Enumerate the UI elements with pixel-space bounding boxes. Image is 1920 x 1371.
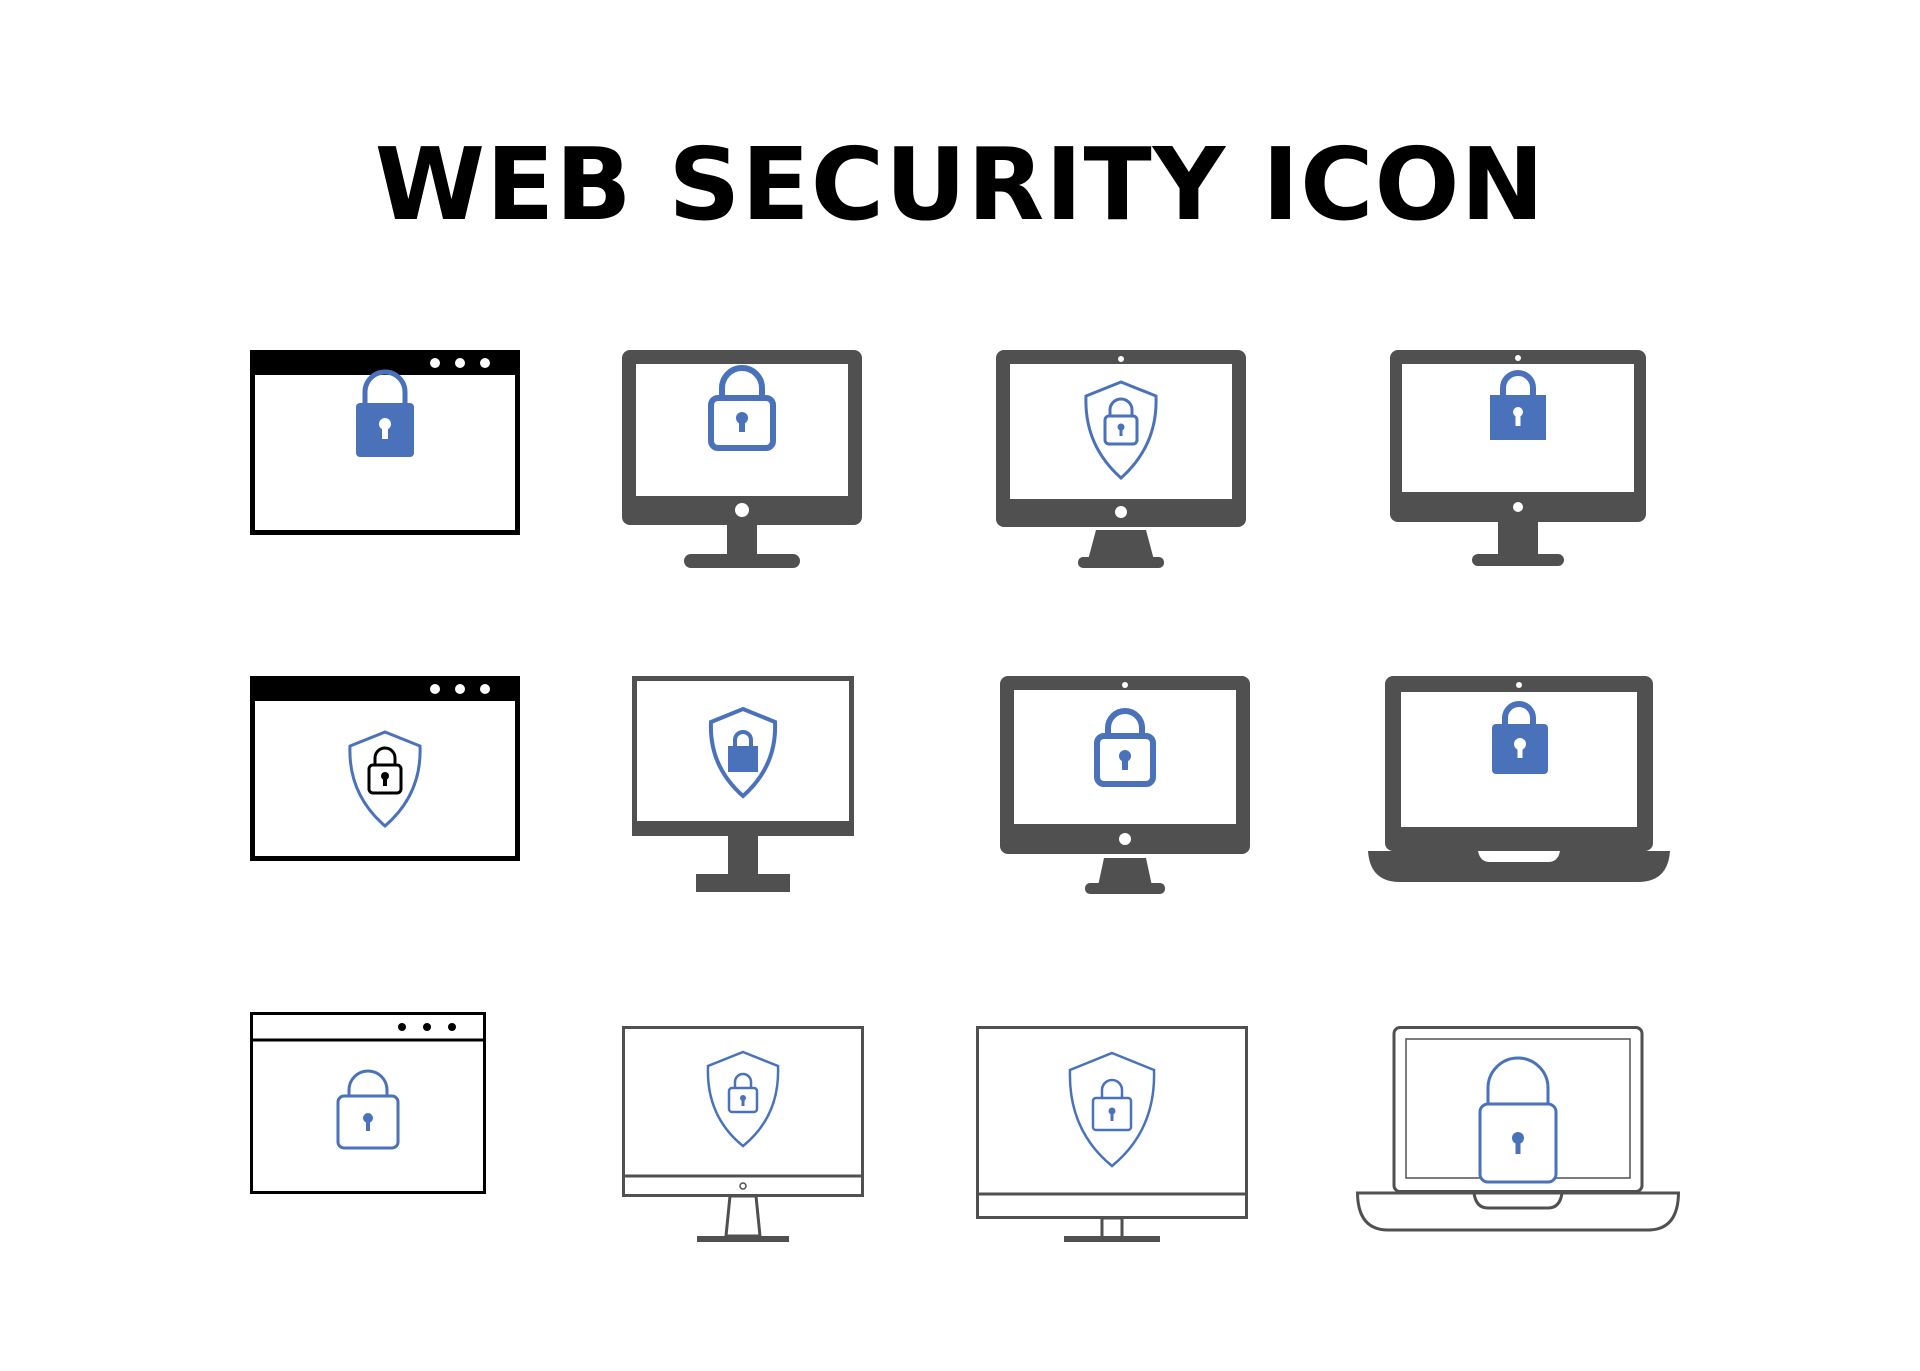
browser-padlock-outline-icon [250, 1012, 486, 1194]
laptop-padlock-outline-icon [1355, 1026, 1681, 1232]
browser-padlock-icon [250, 350, 520, 535]
monitor-shield-icon [632, 676, 854, 892]
page-title: WEB SECURITY ICON [374, 126, 1546, 243]
monitor-shield-outline-icon [622, 1026, 864, 1242]
laptop-padlock-icon [1368, 676, 1670, 882]
monitor-shield-icon [996, 350, 1246, 568]
monitor-padlock-icon [1390, 350, 1646, 566]
monitor-padlock-icon [622, 350, 862, 568]
browser-shield-icon [250, 676, 520, 861]
monitor-padlock-icon [1000, 676, 1250, 894]
monitor-shield-outline-icon [976, 1026, 1248, 1242]
